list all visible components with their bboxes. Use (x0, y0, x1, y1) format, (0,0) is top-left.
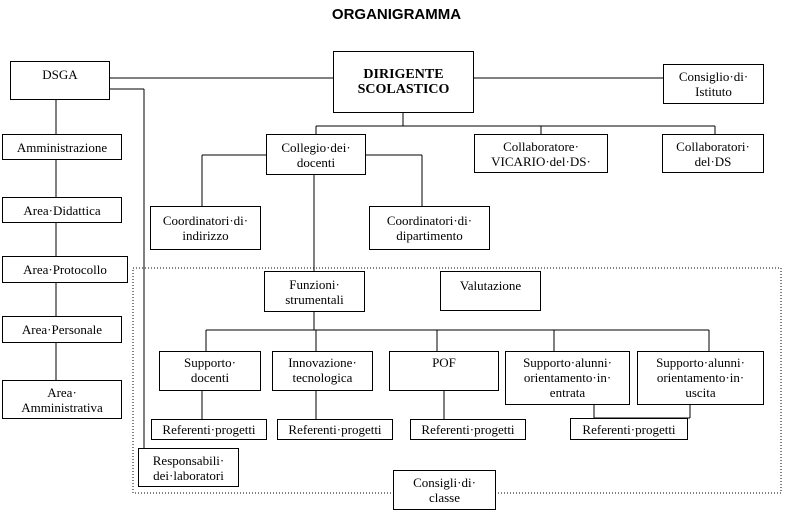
area-didattica-box: Area·Didattica (2, 197, 122, 223)
innovazione-tecnologica-box: Innovazione· tecnologica (272, 351, 373, 391)
area-amministrativa-box: Area· Amministrativa (2, 380, 122, 419)
valutazione-box: Valutazione (440, 271, 541, 311)
area-personale-box: Area·Personale (2, 316, 122, 343)
collaboratori-ds-box: Collaboratori· del·DS (662, 134, 764, 173)
area-protocollo-box: Area·Protocollo (2, 256, 128, 283)
funzioni-strumentali-box: Funzioni· strumentali (264, 271, 365, 312)
amministrazione-box: Amministrazione (2, 134, 122, 160)
coordinatori-indirizzo-box: Coordinatori·di· indirizzo (150, 206, 261, 250)
responsabili-laboratori-box: Responsabili· dei·laboratori (138, 448, 239, 487)
referenti-progetti-box: Referenti·progetti (151, 419, 267, 440)
coordinatori-dipartimento-box: Coordinatori·di· dipartimento (369, 206, 490, 250)
page-title: ORGANIGRAMMA (331, 6, 462, 23)
supporto-alunni-uscita-box: Supporto·alunni· orientamento·in· uscita (637, 351, 764, 405)
collaboratore-vicario-box: Collaboratore· VICARIO·del·DS· (474, 134, 608, 173)
collegio-docenti-box: Collegio·dei· docenti (266, 134, 366, 175)
referenti-progetti-box: Referenti·progetti (570, 418, 688, 440)
supporto-alunni-entrata-box: Supporto·alunni· orientamento·in· entrat… (505, 351, 630, 405)
referenti-progetti-box: Referenti·progetti (410, 419, 526, 440)
dirigente-scolastico-box: DIRIGENTE SCOLASTICO (333, 51, 474, 113)
consiglio-istituto-box: Consiglio·di· Istituto (663, 64, 764, 104)
referenti-progetti-box: Referenti·progetti (277, 419, 393, 440)
dsga-box: DSGA (10, 61, 110, 100)
supporto-docenti-box: Supporto· docenti (159, 351, 261, 391)
consigli-classe-box: Consigli·di· classe (393, 470, 496, 510)
pof-box: POF (389, 351, 499, 391)
